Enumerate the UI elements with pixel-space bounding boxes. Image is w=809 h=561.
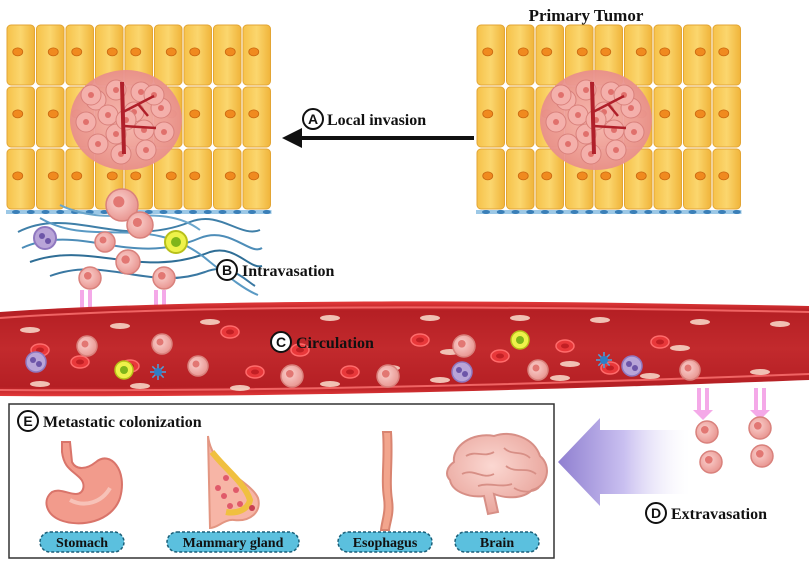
- organ-tag-brain: Brain: [454, 531, 540, 553]
- step-b-badge: [216, 259, 238, 281]
- step-e-badge: [17, 410, 39, 432]
- brain-icon: [446, 433, 548, 516]
- step-e-letter: E: [23, 413, 32, 429]
- left-epithelium: [6, 24, 272, 214]
- stomach-icon: [45, 441, 123, 525]
- step-e-label: Metastatic colonization: [43, 414, 202, 431]
- organ-tag-mammary-gland: Mammary gland: [166, 531, 300, 553]
- step-d-letter: D: [651, 505, 661, 521]
- extravasated-tumor-cells: [695, 416, 774, 474]
- organ-tag-esophagus: Esophagus: [337, 531, 433, 553]
- step-c-label: Circulation: [296, 335, 374, 352]
- step-intravasation: B Intravasation: [216, 259, 335, 281]
- step-circulation: C Circulation: [270, 331, 374, 353]
- step-a-badge: [302, 108, 324, 130]
- metastatic-colonization-panel: E Metastatic colonization S: [8, 403, 555, 559]
- circulating-cells: [20, 315, 790, 391]
- primary-tumor-epithelium: [476, 24, 742, 214]
- step-c-letter: C: [276, 334, 286, 350]
- step-a-letter: A: [308, 111, 318, 127]
- extravasation-arrows: [693, 388, 770, 420]
- step-c-badge: [270, 331, 292, 353]
- mammary-gland-icon: [207, 435, 260, 530]
- step-d-label: Extravasation: [671, 506, 767, 523]
- svg-text:Brain: Brain: [480, 536, 514, 551]
- step-local-invasion: A Local invasion: [282, 108, 474, 148]
- step-b-letter: B: [222, 262, 232, 278]
- svg-text:Esophagus: Esophagus: [353, 536, 418, 551]
- stroma-cells: [33, 226, 188, 254]
- step-d-badge: [645, 502, 667, 524]
- primary-tumor-title: Primary Tumor: [529, 6, 644, 25]
- step-extravasation: D Extravasation: [645, 502, 767, 524]
- colonization-arrow: [558, 418, 690, 506]
- svg-text:Mammary gland: Mammary gland: [183, 536, 284, 551]
- svg-text:Stomach: Stomach: [56, 536, 108, 551]
- invading-tumor-cells: [78, 188, 176, 290]
- step-b-label: Intravasation: [242, 263, 335, 280]
- organ-tag-stomach: Stomach: [39, 531, 125, 553]
- esophagus-icon: [379, 431, 394, 531]
- step-a-label: Local invasion: [327, 112, 426, 129]
